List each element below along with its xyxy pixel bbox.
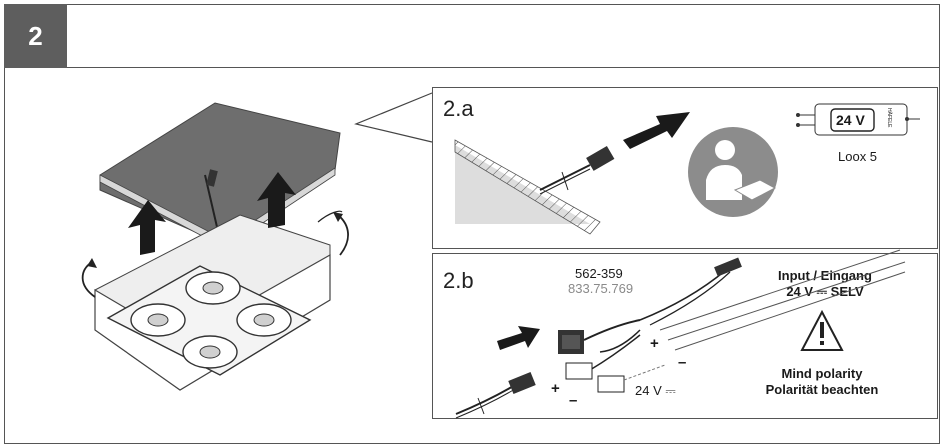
part-number-1: 562-359 [575, 266, 623, 281]
driver-voltage: 24 V [836, 112, 865, 128]
plus-sign-right: + [650, 335, 659, 352]
part-number-2: 833.75.769 [568, 281, 634, 296]
polarity-label-en: Mind polarity [781, 366, 863, 381]
panel-2a-label: 2.a [443, 96, 474, 121]
minus-sign-right: – [678, 354, 687, 371]
plus-sign-left: + [551, 380, 560, 397]
step-number-badge: 2 [4, 4, 67, 68]
driver-name: Loox 5 [838, 149, 878, 164]
warning-icon [800, 309, 844, 351]
polarity-label-de: Polarität beachten [765, 382, 879, 397]
panel-2b-label: 2.b [443, 268, 474, 293]
minus-sign-left: – [569, 392, 578, 409]
input-voltage: 24 V ⎓ SELV [786, 284, 864, 299]
wire-voltage-label: 24 V ⎓ [635, 383, 676, 398]
